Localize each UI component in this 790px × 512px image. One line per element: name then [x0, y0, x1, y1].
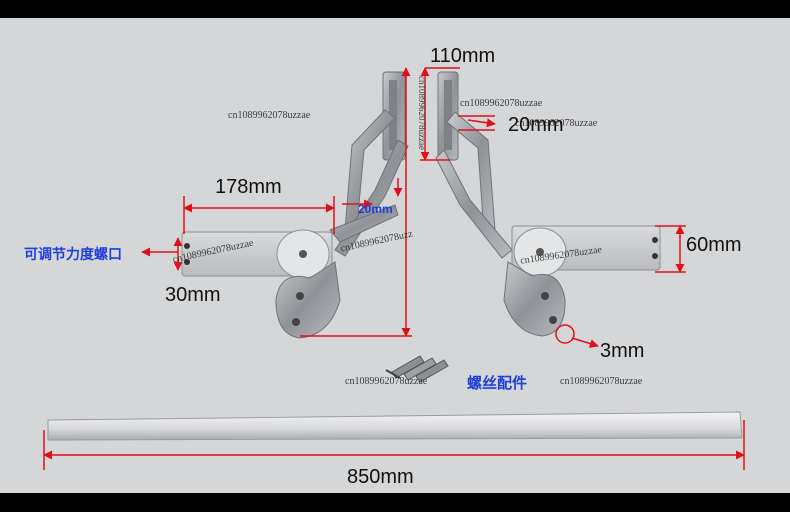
left-height-label: 30mm	[165, 284, 221, 306]
adjust-screw-label: 可调节力度螺口	[24, 247, 122, 263]
bar-length-label: 850mm	[347, 466, 414, 488]
aluminum-bar	[47, 411, 743, 441]
watermark: cn1089962078uzzae	[560, 376, 643, 387]
right-hinge	[435, 71, 661, 337]
dimension-lines	[43, 67, 745, 470]
height-right-label: 60mm	[686, 234, 742, 256]
watermark: cn1089962078uzzae	[345, 376, 428, 387]
watermark: cn1089962078uzzae	[460, 98, 543, 109]
watermark: cn1089962078uzzae	[515, 118, 598, 129]
watermark: cn1089962078uzzae	[417, 76, 427, 150]
left-hinge	[181, 71, 409, 339]
top-offset-label: 20mm	[508, 114, 564, 136]
screw-parts-label: 螺丝配件	[467, 374, 528, 392]
left-width-label: 178mm	[215, 176, 282, 198]
top-width-label: 110mm	[430, 45, 496, 67]
hole-label: 3mm	[600, 340, 645, 362]
screw-parts-image	[385, 355, 449, 383]
arm-gap-label: 20mm	[358, 202, 393, 216]
watermark: cn1089962078uzzae	[228, 110, 311, 121]
